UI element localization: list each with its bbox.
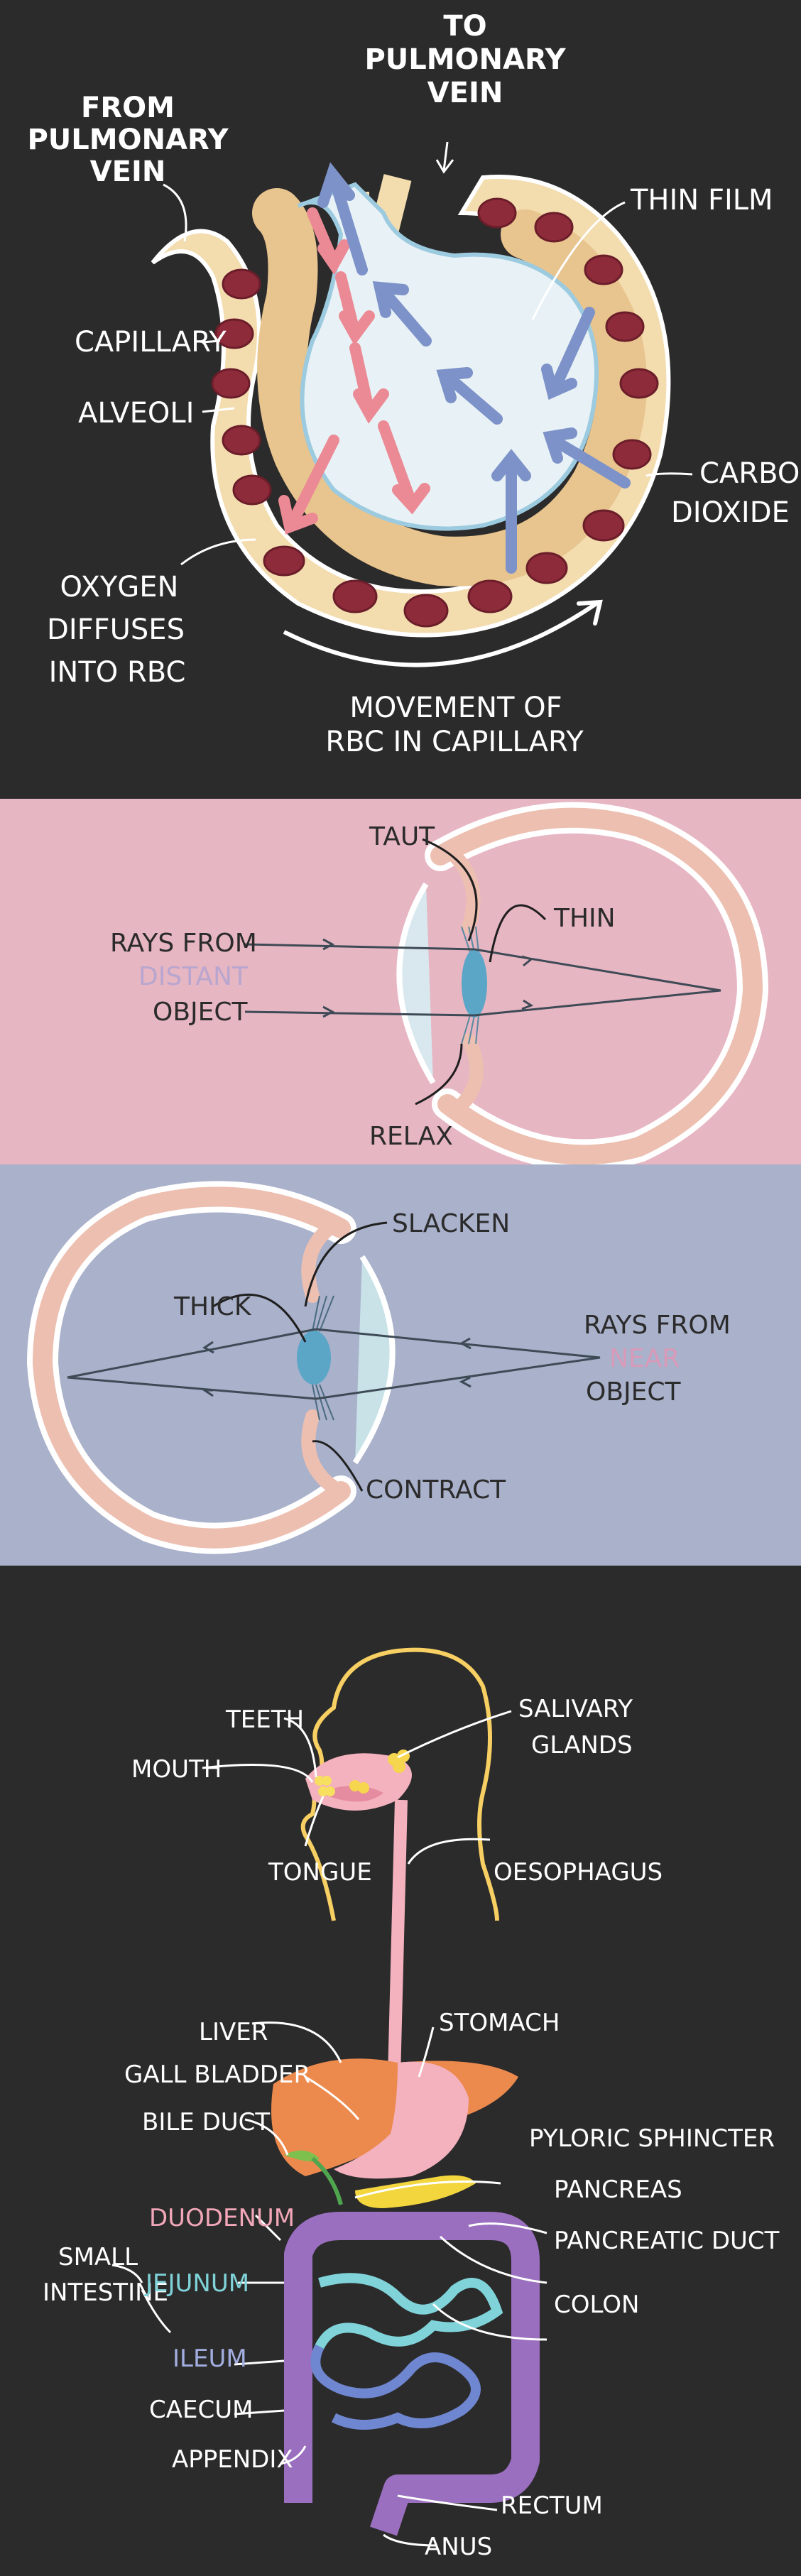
- oxygen-label-3: INTO RBC: [49, 656, 186, 689]
- gall-bladder-label: GALL BLADDER: [124, 2061, 310, 2089]
- leader-lines: [163, 141, 693, 566]
- alveolus-panel: FROM PULMONARY VEIN TO PULMONARY VEIN TH…: [0, 0, 801, 799]
- small-intestine-label-1: SMALL: [58, 2243, 138, 2271]
- teeth: [315, 1776, 335, 1796]
- alveolus-sac: [297, 182, 599, 531]
- digestive-leaders: [111, 1710, 547, 2547]
- pancreas: [355, 2175, 476, 2208]
- alveoli-label: ALVEOLI: [78, 397, 194, 430]
- thin-label: THIN: [553, 904, 616, 933]
- carbon-label-1: CARBON: [699, 457, 801, 490]
- movement-arrow: [283, 601, 598, 667]
- near-label: NEAR: [609, 1344, 680, 1373]
- thin-film-label: THIN FILM: [630, 184, 773, 217]
- jejunum-shape: [315, 2273, 503, 2349]
- pyloric-label: PYLORIC SPHINCTER: [529, 2124, 775, 2153]
- eye-near-panel: SLACKEN THICK RAYS FROM NEAR OBJECT CONT…: [0, 1164, 801, 1566]
- ileum-shape: [310, 2344, 481, 2430]
- appendix-label: APPENDIX: [172, 2445, 293, 2474]
- from-vein-label-1: FROM: [81, 92, 175, 124]
- contract-label: CONTRACT: [366, 1475, 506, 1505]
- oxygen-label-1: OXYGEN: [60, 571, 179, 604]
- teeth-label: TEETH: [225, 1705, 304, 1734]
- distant-label: DISTANT: [138, 962, 249, 991]
- rectum-label: RECTUM: [501, 2492, 603, 2520]
- thick-lens: [297, 1331, 331, 1385]
- to-vein-label-1: TO: [443, 10, 486, 43]
- movement-label-2: RBC IN CAPILLARY: [325, 726, 584, 758]
- ileum-label: ILEUM: [173, 2345, 247, 2373]
- head-outline: [300, 1647, 499, 1921]
- pancreatic-duct-label: PANCREATIC DUCT: [554, 2227, 780, 2255]
- eyeball-near: [26, 1181, 396, 1554]
- oxygen-arrows: [278, 207, 430, 535]
- thick-label: THICK: [173, 1292, 252, 1321]
- salivary-glands: [349, 1750, 410, 1794]
- rays-distant-label-3: OBJECT: [153, 998, 249, 1027]
- leaders-distant: [415, 838, 547, 1106]
- from-vein-label-2: PULMONARY: [27, 124, 229, 156]
- anus-label: ANUS: [425, 2533, 492, 2561]
- from-vein-label-3: VEIN: [90, 155, 166, 188]
- pancreas-label: PANCREAS: [554, 2176, 682, 2204]
- to-vein-label-3: VEIN: [427, 77, 503, 109]
- colon-label: COLON: [554, 2291, 639, 2319]
- rays-near-label-1: RAYS FROM: [584, 1311, 731, 1340]
- to-vein-label-2: PULMONARY: [364, 43, 566, 76]
- stomach-label: STOMACH: [439, 2009, 560, 2037]
- oxygen-label-2: DIFFUSES: [47, 613, 185, 646]
- eyeball-distant: [396, 802, 769, 1164]
- liver-label: LIVER: [199, 2018, 268, 2046]
- relax-label: RELAX: [369, 1122, 453, 1151]
- tongue-label: TONGUE: [268, 1858, 372, 1887]
- leaders-near: [212, 1221, 388, 1492]
- rays-near-label-3: OBJECT: [586, 1377, 682, 1407]
- gall-bladder: [284, 2150, 320, 2161]
- rays-near: [67, 1328, 601, 1400]
- jejunum-label: JEJUNUM: [144, 2269, 249, 2298]
- stomach: [334, 2061, 469, 2179]
- salivary-label-1: SALIVARY: [518, 1695, 633, 1723]
- co2-arrows: [317, 162, 631, 574]
- eye-distant-panel: TAUT THIN RAYS FROM DISTANT OBJECT RELAX: [0, 799, 801, 1164]
- caecum-label: CAECUM: [149, 2396, 253, 2424]
- oesophagus: [388, 1799, 408, 2078]
- bile-duct-shape: [311, 2156, 343, 2205]
- taut-label: TAUT: [369, 822, 435, 851]
- oesophagus-label: OESOPHAGUS: [494, 1858, 663, 1887]
- mouth-label: MOUTH: [131, 1755, 222, 1784]
- capillary-label: CAPILLARY: [75, 326, 227, 359]
- movement-label-1: MOVEMENT OF: [349, 692, 562, 724]
- red-blood-cells: [211, 197, 659, 628]
- rays-distant: [244, 938, 721, 1018]
- rays-distant-label-1: RAYS FROM: [110, 929, 257, 958]
- thin-lens: [462, 949, 487, 1017]
- bile-duct-label: BILE DUCT: [142, 2108, 270, 2136]
- slacken-label: SLACKEN: [392, 1209, 510, 1238]
- colon-shape: [284, 2212, 540, 2536]
- digestive-panel: TEETH MOUTH TONGUE SALIVARY GLANDS OESOP…: [0, 1566, 801, 2576]
- salivary-label-2: GLANDS: [531, 1731, 633, 1759]
- carbon-label-2: DIOXIDE: [671, 496, 790, 529]
- small-intestine-label-2: INTESTINE: [43, 2278, 168, 2307]
- duodenum-label: DUODENUM: [149, 2204, 295, 2232]
